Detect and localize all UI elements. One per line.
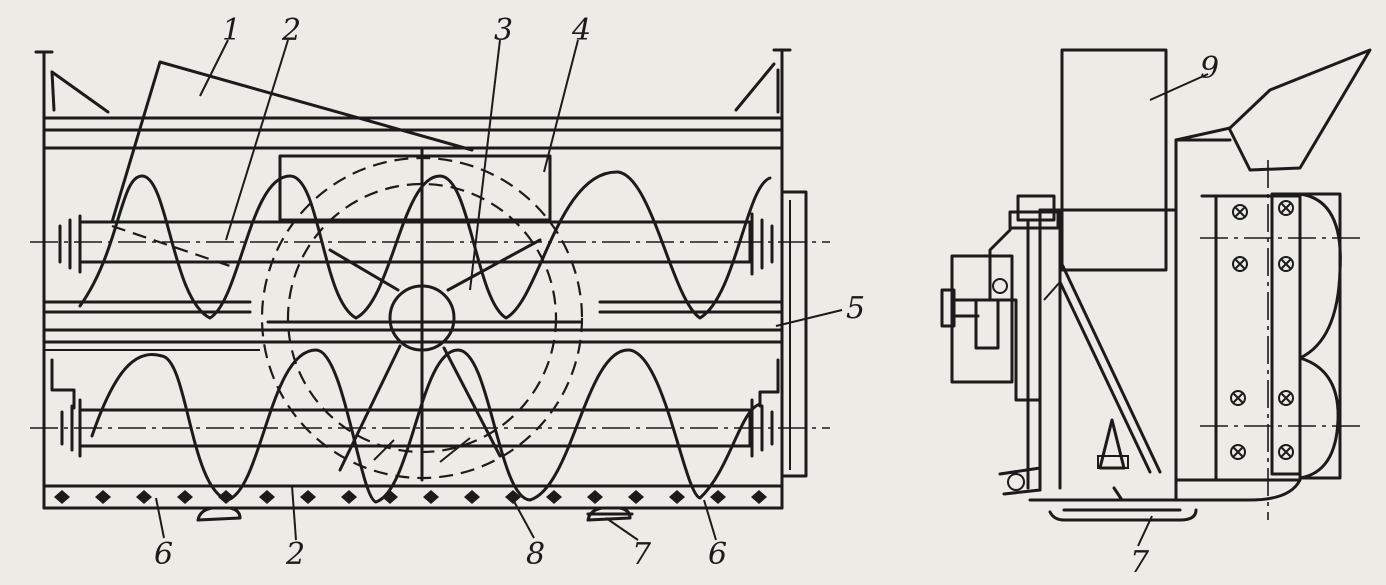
- rail-bolt: [259, 490, 275, 504]
- side-view: [940, 48, 1372, 522]
- rail-bolt: [669, 490, 685, 504]
- side-bolt: [1232, 204, 1248, 220]
- rail-bolt: [546, 490, 562, 504]
- side-bolt: [1278, 444, 1294, 460]
- label-2-bottom: 2: [285, 537, 305, 572]
- label-6-left: 6: [154, 537, 173, 572]
- side-bolt: [1278, 256, 1294, 272]
- side-bolt: [1232, 256, 1248, 272]
- labels: 1 2 3 4 5 6 2 8 7 6 9 7: [154, 13, 1219, 580]
- label-8: 8: [526, 537, 545, 572]
- rail-bolt: [54, 490, 70, 504]
- rail-bolt: [423, 490, 439, 504]
- side-bolt: [1278, 200, 1294, 216]
- label-6-right: 6: [708, 537, 727, 572]
- skid-rail-bolts: [54, 490, 767, 504]
- side-bolt: [1230, 444, 1246, 460]
- rail-bolt: [218, 490, 234, 504]
- label-7-side: 7: [1130, 545, 1150, 580]
- label-4: 4: [571, 13, 591, 48]
- rail-bolt: [177, 490, 193, 504]
- rail-bolt: [300, 490, 316, 504]
- side-bolt: [1278, 390, 1294, 406]
- label-2-top: 2: [281, 13, 301, 48]
- rail-bolt: [464, 490, 480, 504]
- rail-bolt: [341, 490, 357, 504]
- label-3: 3: [494, 13, 513, 48]
- label-9: 9: [1200, 51, 1219, 86]
- rail-bolt: [505, 490, 521, 504]
- rail-bolt: [95, 490, 111, 504]
- side-bolt: [1230, 390, 1246, 406]
- label-1: 1: [222, 13, 241, 48]
- leader-lines: [155, 39, 1209, 547]
- label-5: 5: [846, 291, 865, 326]
- front-view: [30, 48, 830, 522]
- label-7-front: 7: [632, 537, 652, 572]
- rail-bolt: [710, 490, 726, 504]
- rail-bolt: [751, 490, 767, 504]
- rail-bolt: [587, 490, 603, 504]
- side-bolts: [1230, 200, 1294, 460]
- rail-bolt: [136, 490, 152, 504]
- rail-bolt: [628, 490, 644, 504]
- rail-bolt: [382, 490, 398, 504]
